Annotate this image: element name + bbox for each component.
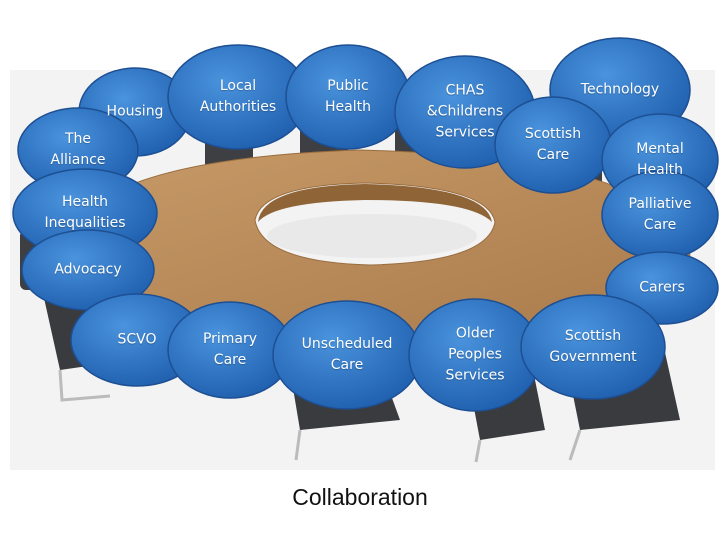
bubble-palliative-care — [602, 171, 718, 259]
bubble-public-health — [286, 45, 410, 149]
bubble-unscheduled-care — [273, 301, 421, 409]
diagram-caption: Collaboration — [0, 484, 720, 511]
bubble-scottish-care — [495, 97, 611, 193]
table-hole-floor — [267, 214, 477, 258]
bubble-scottish-government — [521, 295, 665, 399]
